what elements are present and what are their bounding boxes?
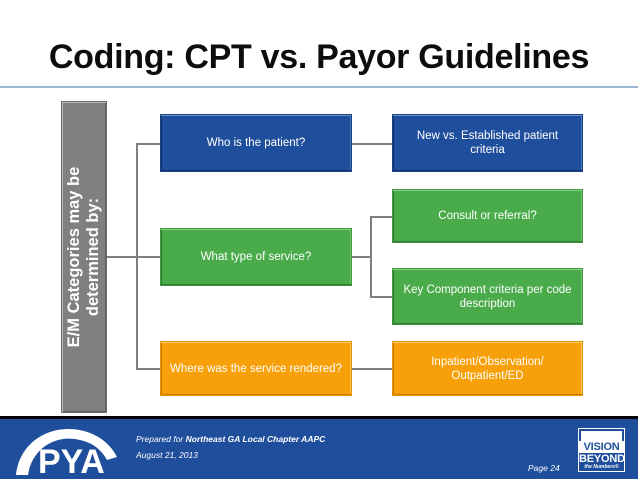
connector-green-stub: [350, 256, 372, 258]
badge-line-vision: VISION: [579, 441, 624, 453]
connector-branch-1: [136, 143, 161, 145]
page-title: Coding: CPT vs. Payor Guidelines: [48, 38, 590, 76]
page-number: Page 24: [528, 463, 560, 473]
flow-node-label: New vs. Established patient criteria: [416, 130, 559, 156]
flow-node-answer-1-1[interactable]: New vs. Established patient criteria: [392, 114, 583, 172]
badge-top-bar: [581, 431, 622, 441]
flow-node-answer-2-1[interactable]: Consult or referral?: [392, 189, 583, 243]
footer-organization: Northeast GA Local Chapter AAPC: [185, 434, 326, 444]
flow-node-answer-3-1[interactable]: Inpatient/Observation/ Outpatient/ED: [392, 341, 583, 396]
footer-credit: Prepared for Northeast GA Local Chapter …: [136, 431, 325, 463]
category-label-box: E/M Categories may be determined by:: [61, 101, 107, 413]
title-divider: [0, 86, 638, 88]
connector-orange-answer: [350, 368, 393, 370]
footer-prepared-label: Prepared for: [136, 434, 184, 444]
vision-beyond-badge: VISION BEYOND the Numbers®: [578, 428, 625, 472]
badge-line-numbers: the Numbers®: [584, 464, 619, 470]
connector-branch-3: [136, 368, 161, 370]
flow-node-question-2[interactable]: What type of service?: [160, 228, 352, 286]
flow-node-question-1[interactable]: Who is the patient?: [160, 114, 352, 172]
flow-node-question-3[interactable]: Where was the service rendered?: [160, 341, 352, 396]
connector-branch-2: [136, 256, 161, 258]
pya-logo: PYA: [16, 428, 117, 477]
connector-green-answer-2: [370, 296, 393, 298]
footer-date: August 21, 2013: [136, 450, 198, 460]
connector-trunk-stub: [107, 256, 138, 258]
svg-text:PYA: PYA: [38, 443, 105, 477]
connector-blue-answer: [350, 143, 393, 145]
connector-green-vertical: [370, 216, 372, 298]
flow-node-label: Where was the service rendered?: [170, 362, 342, 375]
flow-node-label: Inpatient/Observation/ Outpatient/ED: [431, 355, 544, 382]
category-label-text: E/M Categories may be determined by:: [65, 166, 102, 348]
badge-line-beyond: BEYOND: [579, 453, 625, 465]
flow-node-answer-2-2[interactable]: Key Component criteria per code descript…: [392, 268, 583, 325]
flow-node-label: Consult or referral?: [438, 210, 537, 222]
slide-footer: PYA Prepared for Northeast GA Local Chap…: [0, 419, 638, 479]
footer-divider: [0, 416, 638, 419]
flow-node-label: Key Component criteria per code descript…: [403, 283, 572, 310]
flow-node-label: What type of service?: [200, 251, 312, 263]
connector-green-answer-1: [370, 216, 393, 218]
flow-node-label: Who is the patient?: [206, 137, 306, 149]
